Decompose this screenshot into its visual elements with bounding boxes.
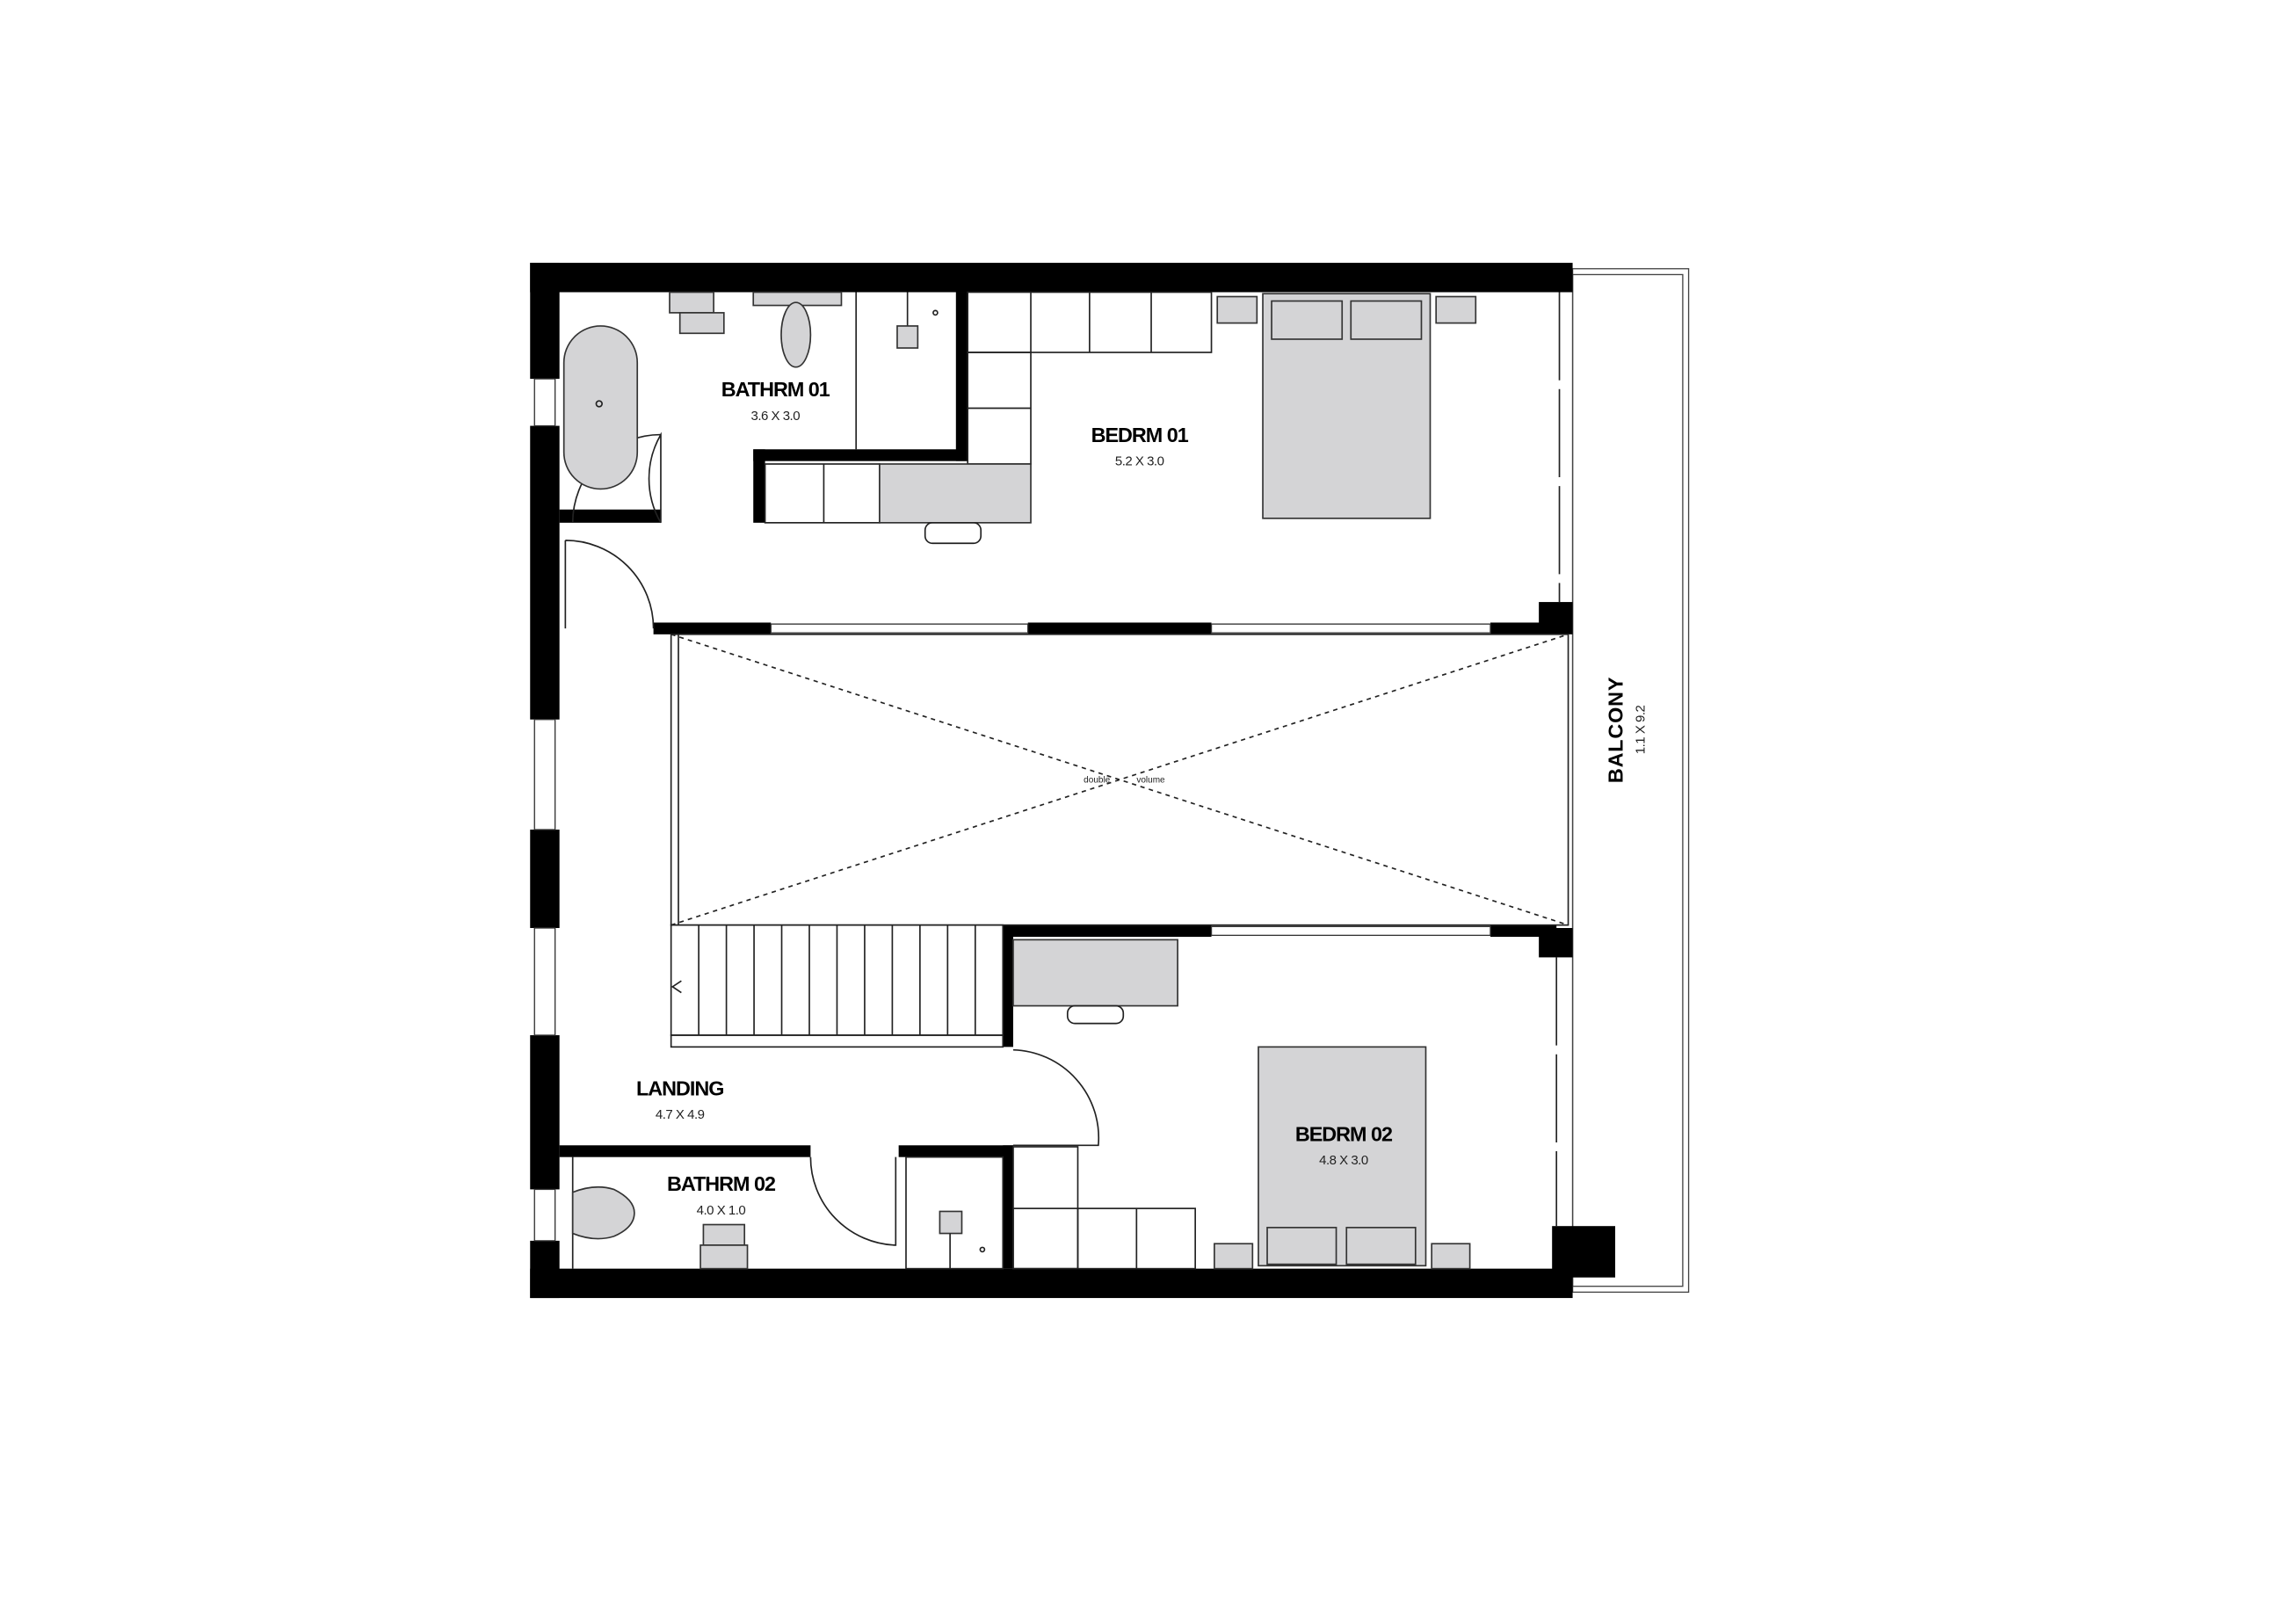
doors: [564, 431, 1100, 1246]
room-label-bedrm-02: BEDRM 02 4.8 X 3.0: [1295, 1122, 1394, 1168]
toilet: [571, 1185, 635, 1240]
toilet: [780, 301, 812, 368]
svg-text:BATHRM 02: BATHRM 02: [667, 1172, 776, 1195]
svg-text:4.7 X 4.9: 4.7 X 4.9: [656, 1107, 705, 1122]
double-volume-void: double volume: [670, 633, 1569, 926]
room-label-bathrm-01: BATHRM 01 3.6 X 3.0: [721, 378, 831, 424]
bedroom-01-furniture: [764, 291, 1477, 545]
bathroom-01-fixtures: [562, 291, 939, 490]
room-label-balcony: BALCONY 1.1 X 9.2: [1604, 677, 1648, 783]
svg-text:4.8 X 3.0: 4.8 X 3.0: [1319, 1153, 1368, 1168]
svg-text:BEDRM 02: BEDRM 02: [1295, 1122, 1393, 1145]
exterior-walls: [530, 263, 1616, 1299]
staircase[interactable]: [670, 924, 1004, 1048]
chair: [1066, 1004, 1125, 1025]
svg-text:BALCONY: BALCONY: [1604, 677, 1627, 783]
void-label-volume: volume: [1136, 776, 1165, 786]
svg-text:BATHRM 01: BATHRM 01: [721, 378, 830, 401]
svg-text:5.2 X 3.0: 5.2 X 3.0: [1115, 454, 1164, 469]
svg-text:LANDING: LANDING: [636, 1077, 723, 1099]
interior-walls: [559, 292, 1557, 1269]
room-label-bedrm-01: BEDRM 01 5.2 X 3.0: [1091, 424, 1190, 469]
svg-text:3.6 X 3.0: 3.6 X 3.0: [750, 409, 800, 424]
bedroom-02-furniture: [1012, 939, 1471, 1270]
room-label-landing: LANDING 4.7 X 4.9: [636, 1077, 724, 1122]
svg-text:4.0 X 1.0: 4.0 X 1.0: [697, 1203, 746, 1218]
chair: [924, 522, 982, 545]
desk: [1012, 939, 1178, 1007]
svg-text:BEDRM 01: BEDRM 01: [1091, 424, 1189, 446]
bathroom-02-fixtures: [571, 1156, 1004, 1270]
balcony: [1571, 268, 1690, 1294]
bathtub: [562, 325, 639, 490]
void-label-double: double: [1084, 776, 1111, 786]
desk: [879, 463, 1032, 524]
room-label-bathrm-02: BATHRM 02 4.0 X 1.0: [667, 1172, 777, 1218]
svg-text:1.1 X 9.2: 1.1 X 9.2: [1633, 705, 1648, 754]
